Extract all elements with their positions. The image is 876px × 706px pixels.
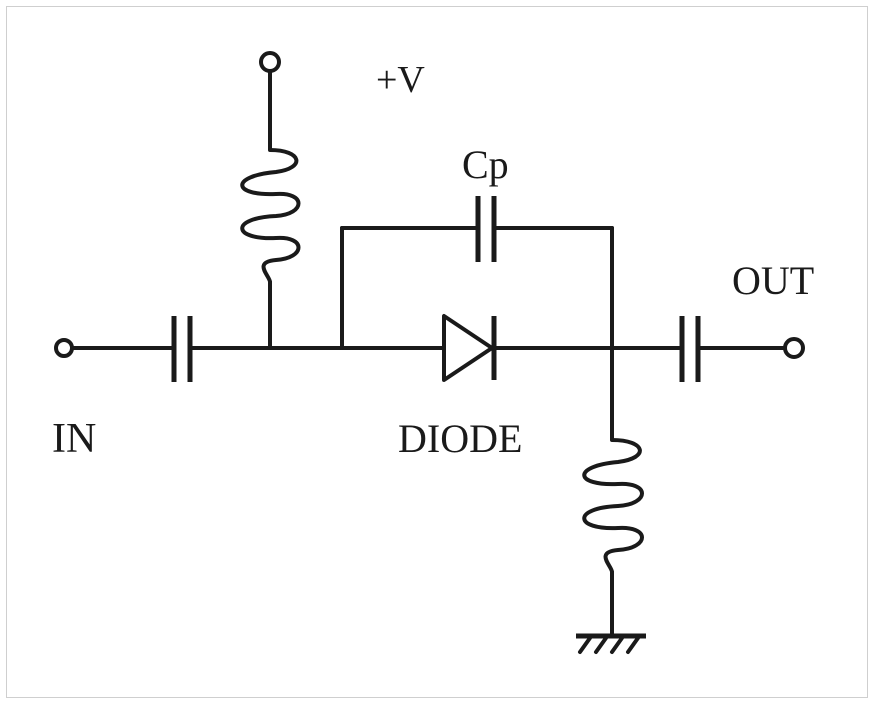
label-diode: DIODE [398, 416, 522, 461]
bias-inductor [240, 148, 301, 283]
label-input: IN [52, 416, 96, 462]
diagram-frame [6, 6, 868, 698]
diode-triangle [442, 314, 494, 382]
ground-symbol-icon [576, 633, 646, 654]
input-terminal-icon [54, 338, 74, 358]
label-output: OUT [732, 258, 814, 303]
label-supply: +V [376, 59, 425, 101]
supply-terminal-icon [259, 51, 281, 73]
label-capacitor: Cp [462, 142, 509, 187]
output-terminal-icon [783, 337, 805, 359]
shunt-inductor [582, 438, 644, 573]
